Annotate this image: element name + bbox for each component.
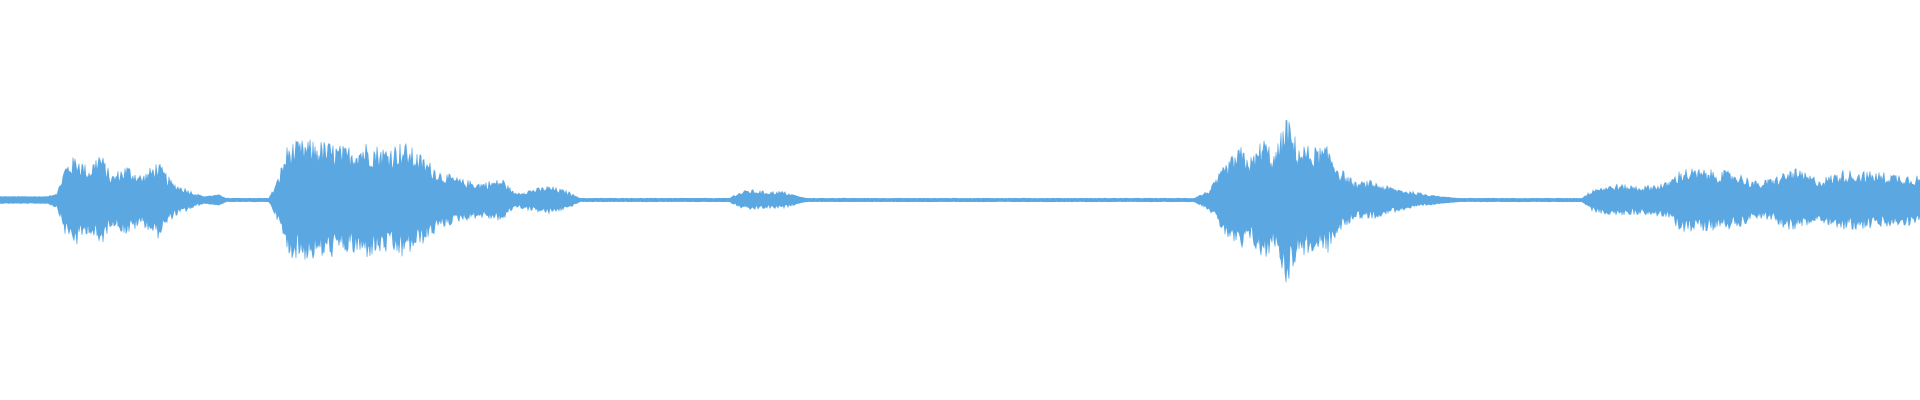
- waveform-shape: [0, 119, 1920, 283]
